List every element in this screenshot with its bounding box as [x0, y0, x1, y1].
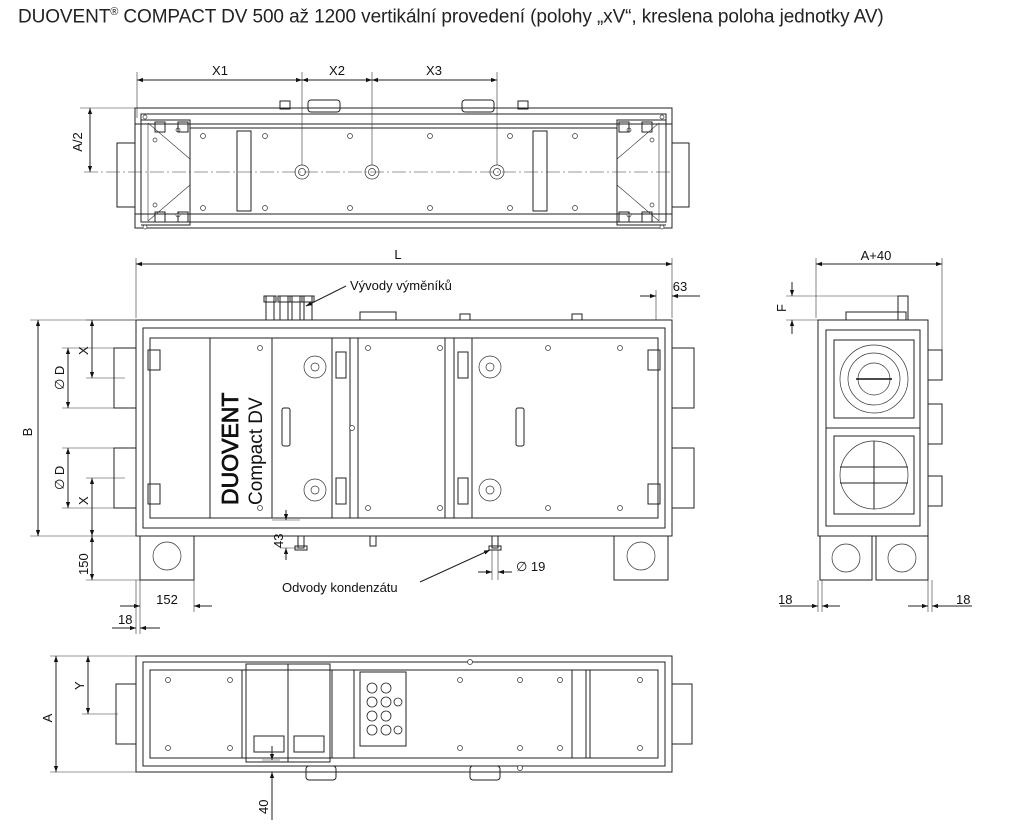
dim-43: 43 — [271, 534, 286, 548]
dim-l: L — [394, 247, 401, 262]
condensate-label: Odvody kondenzátu — [282, 580, 398, 595]
dim-b: B — [20, 428, 35, 437]
dim-f: F — [774, 304, 789, 312]
side-view: A+40 F 18 — [774, 248, 972, 612]
dim-63: 63 — [673, 279, 687, 294]
dim-phi-19: ∅ 19 — [516, 559, 545, 574]
dim-phi-d-upper: ∅ D — [52, 366, 67, 390]
title-brand: DUOVENT — [18, 6, 111, 28]
dim-x1: X1 — [212, 63, 228, 78]
drawing-title: DUOVENT® COMPACT DV 500 až 1200 vertikál… — [18, 6, 884, 28]
dim-phi-d-lower: ∅ D — [52, 466, 67, 490]
dim-y: Y — [72, 681, 87, 690]
panel-model-text: Compact DV — [246, 397, 267, 505]
top-view: X1 X2 X3 A/2 — [70, 63, 690, 230]
dim-150: 150 — [76, 553, 91, 575]
dim-40: 40 — [256, 800, 271, 814]
dim-a-half: A/2 — [70, 132, 85, 152]
dim-152: 152 — [156, 592, 178, 607]
dim-x-upper: X — [76, 346, 91, 355]
front-view: L 63 — [20, 247, 700, 634]
dim-a-plus-40: A+40 — [861, 248, 892, 263]
dim-18-right: 18 — [956, 592, 970, 607]
dim-x3: X3 — [426, 63, 442, 78]
heat-exchanger-outlets — [263, 295, 583, 321]
dim-18-front: 18 — [118, 612, 132, 627]
title-rest: COMPACT DV 500 až 1200 vertikální proved… — [118, 6, 884, 28]
panel-brand-text: DUOVENT — [217, 393, 243, 505]
dim-a: A — [40, 713, 55, 722]
bottom-view: A Y 40 — [40, 655, 693, 820]
outlets-label: Vývody výměníků — [350, 278, 452, 293]
dim-18-left: 18 — [778, 592, 792, 607]
title-registered-mark: ® — [110, 6, 119, 18]
dim-x2: X2 — [329, 63, 345, 78]
dim-x-lower: X — [76, 496, 91, 505]
